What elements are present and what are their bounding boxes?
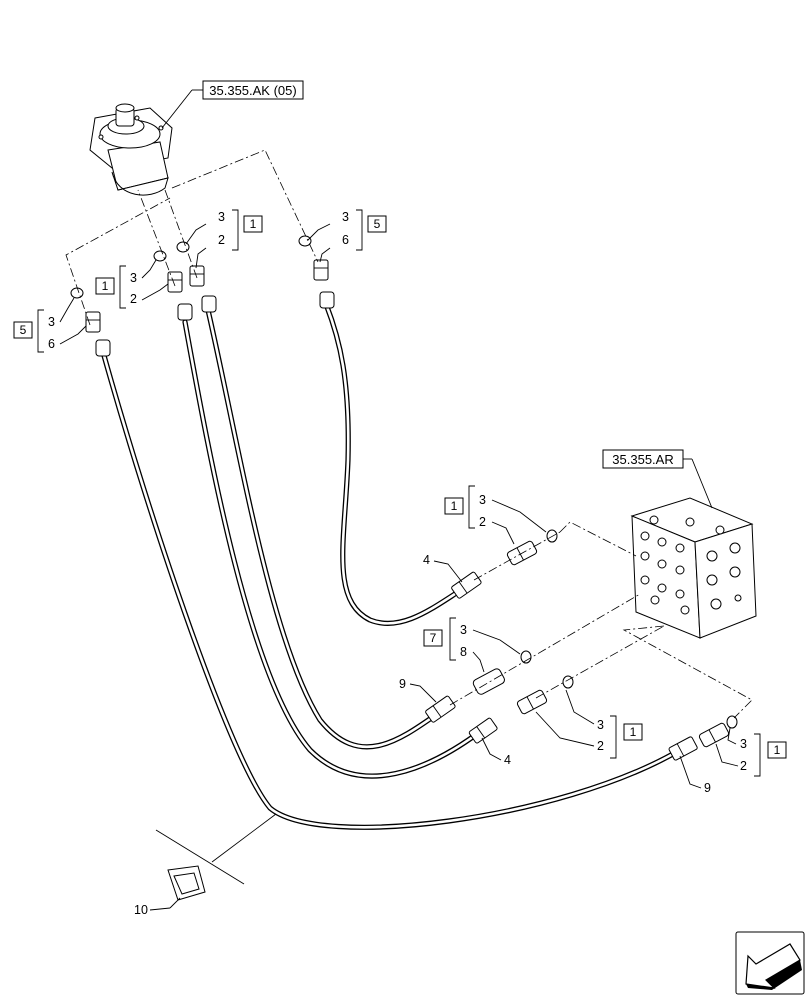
callout-3: 3 [218, 210, 225, 224]
callout-2: 2 [130, 292, 137, 306]
group-kit-5-left: 5 3 6 [13, 297, 87, 353]
ref-valve-block[interactable]: 35.355.AR [602, 449, 713, 509]
group-kit-1-top: 3 2 1 [185, 209, 263, 269]
callout-10: 10 [134, 903, 148, 917]
callout-10: 10 [134, 903, 148, 917]
box-1: 1 [102, 279, 109, 293]
callout-4: 4 [504, 753, 511, 767]
valve-block-icon [630, 497, 757, 639]
callout-6: 6 [342, 233, 349, 247]
callout-9: 9 [704, 781, 711, 795]
box-1: 1 [250, 217, 257, 231]
center-lines [65, 149, 753, 719]
callout-2: 2 [479, 515, 486, 529]
callout-3: 3 [48, 315, 55, 329]
group-kit-1-left: 1 3 2 [95, 259, 169, 309]
group-kit-1-valve-upper: 1 3 2 [444, 485, 547, 545]
ref-valve-block-label: 35.355.AR [612, 452, 673, 467]
callout-9-right: 9 [679, 755, 711, 795]
callout-2: 2 [597, 739, 604, 753]
group-kit-1-valve-middle: 3 2 1 [535, 689, 643, 759]
callout-4: 4 [423, 553, 430, 567]
grommet-icon [149, 865, 206, 911]
callout-2: 2 [218, 233, 225, 247]
hose-fittings [95, 291, 698, 761]
box-1: 1 [774, 743, 781, 757]
hose-right [323, 301, 461, 626]
callout-3: 3 [342, 210, 349, 224]
ref-joystick[interactable]: 35.355.AK (05) [161, 80, 304, 129]
callout-4-upper: 4 [423, 553, 463, 583]
arrow-left-down-icon[interactable] [735, 931, 805, 995]
callout-4-lower: 4 [481, 737, 511, 767]
box-1: 1 [630, 725, 637, 739]
box-5: 5 [374, 217, 381, 231]
box-7: 7 [430, 631, 437, 645]
callout-3: 3 [740, 737, 747, 751]
callout-9: 9 [399, 677, 406, 691]
callout-3: 3 [479, 493, 486, 507]
hose-center-right [205, 307, 443, 750]
group-kit-1-valve-right: 3 2 1 [715, 727, 787, 777]
hose-left-long [100, 349, 683, 830]
ref-joystick-label: 35.355.AK (05) [209, 83, 296, 98]
callout-8: 8 [460, 645, 467, 659]
break-lines [155, 813, 277, 885]
callout-3: 3 [130, 271, 137, 285]
callout-3: 3 [597, 718, 604, 732]
group-kit-5-top: 3 6 5 [307, 209, 387, 263]
group-kit-7: 7 3 8 [423, 617, 521, 673]
callout-6: 6 [48, 337, 55, 351]
hose-center-left [182, 319, 488, 779]
box-1: 1 [451, 499, 458, 513]
callout-2: 2 [740, 759, 747, 773]
callout-9-left: 9 [399, 677, 437, 703]
joystick-icon [89, 103, 173, 196]
callout-3: 3 [460, 623, 467, 637]
box-5: 5 [20, 323, 27, 337]
